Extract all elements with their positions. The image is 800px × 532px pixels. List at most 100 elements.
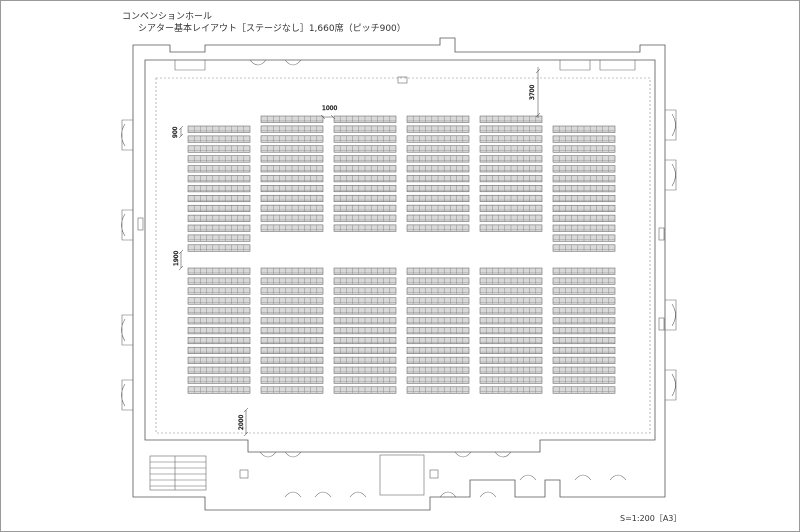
control-booth	[397, 76, 408, 84]
seat-row	[406, 317, 470, 325]
seat-row	[187, 175, 251, 183]
seat-row	[406, 224, 470, 232]
stairs	[149, 455, 207, 491]
seat-row	[333, 307, 397, 315]
seat-row	[406, 337, 470, 345]
seat-row	[187, 366, 251, 374]
seat-row	[406, 297, 470, 305]
seat-row	[406, 267, 470, 275]
seat-row	[479, 317, 543, 325]
building-outline	[132, 37, 666, 511]
seat-row	[552, 165, 616, 173]
seat-row	[479, 125, 543, 133]
top-doors	[174, 59, 636, 71]
seat-row	[333, 135, 397, 143]
seat-row	[406, 145, 470, 153]
seat-row	[406, 386, 470, 394]
seat-row	[187, 317, 251, 325]
seat-row	[552, 366, 616, 374]
pitch-dim-label: 900	[172, 126, 179, 138]
seat-row	[260, 194, 324, 202]
seat-row	[187, 195, 251, 203]
seat-row	[479, 224, 543, 232]
seat-row	[260, 175, 324, 183]
seat-row	[479, 145, 543, 153]
seat-row	[333, 356, 397, 364]
seat-row	[333, 386, 397, 394]
seat-row	[479, 287, 543, 295]
seat-row	[333, 175, 397, 183]
seat-row	[333, 277, 397, 285]
seat-row	[406, 165, 470, 173]
seat-row	[333, 297, 397, 305]
seat-row	[406, 214, 470, 222]
seat-row	[187, 234, 251, 242]
seat-row	[479, 175, 543, 183]
seat-row	[260, 356, 324, 364]
seat-row	[552, 386, 616, 394]
seat-row	[333, 287, 397, 295]
seat-row	[260, 277, 324, 285]
seat-row	[260, 214, 324, 222]
seat-row	[333, 224, 397, 232]
seat-row	[552, 317, 616, 325]
seat-row	[479, 327, 543, 335]
seat-row	[479, 204, 543, 212]
seat-row	[406, 356, 470, 364]
seat-row	[333, 145, 397, 153]
rear-dim-label: 2000	[238, 415, 245, 430]
seat-row	[406, 185, 470, 193]
left-doors	[121, 119, 133, 411]
seat-row	[187, 214, 251, 222]
seat-row	[187, 327, 251, 335]
seat-row	[187, 165, 251, 173]
left-panel	[137, 217, 144, 231]
seat-row	[187, 307, 251, 315]
seat-row	[187, 386, 251, 394]
seat-row	[260, 185, 324, 193]
seat-row	[552, 356, 616, 364]
seat-row	[479, 307, 543, 315]
seat-row	[333, 317, 397, 325]
seat-row	[552, 287, 616, 295]
drawing-title: コンベンションホール	[122, 12, 213, 22]
seat-row	[260, 376, 324, 384]
seat-row	[406, 125, 470, 133]
seat-row	[187, 145, 251, 153]
right-panel	[658, 227, 665, 241]
seat-row	[260, 386, 324, 394]
seat-row	[187, 356, 251, 364]
seat-row	[260, 327, 324, 335]
seat-row	[552, 346, 616, 354]
aisle-dim-label: 1000	[322, 105, 337, 112]
seat-row	[333, 366, 397, 374]
seat-row	[187, 267, 251, 275]
seat-row	[187, 155, 251, 163]
seat-row	[552, 376, 616, 384]
seat-row	[479, 155, 543, 163]
seat-row	[260, 287, 324, 295]
seat-row	[406, 366, 470, 374]
seat-row	[479, 376, 543, 384]
seat-row	[479, 165, 543, 173]
seat-row	[333, 214, 397, 222]
seat-row	[187, 376, 251, 384]
seat-row	[552, 277, 616, 285]
seat-row	[552, 224, 616, 232]
seat-row	[187, 287, 251, 295]
seat-row	[406, 277, 470, 285]
cross-aisle-dim-label: 1900	[173, 251, 180, 266]
seat-row	[479, 214, 543, 222]
seat-row	[552, 125, 616, 133]
seat-row	[552, 145, 616, 153]
right-doors	[665, 109, 677, 401]
seat-row	[406, 135, 470, 143]
seat-row	[187, 346, 251, 354]
drawing-subtitle: シアター基本レイアウト［ステージなし］1,660席（ピッチ900）	[138, 24, 406, 34]
seat-row	[479, 346, 543, 354]
seat-row	[406, 204, 470, 212]
seat-row	[260, 115, 324, 123]
seat-row	[479, 194, 543, 202]
seat-row	[333, 185, 397, 193]
seat-row	[479, 356, 543, 364]
